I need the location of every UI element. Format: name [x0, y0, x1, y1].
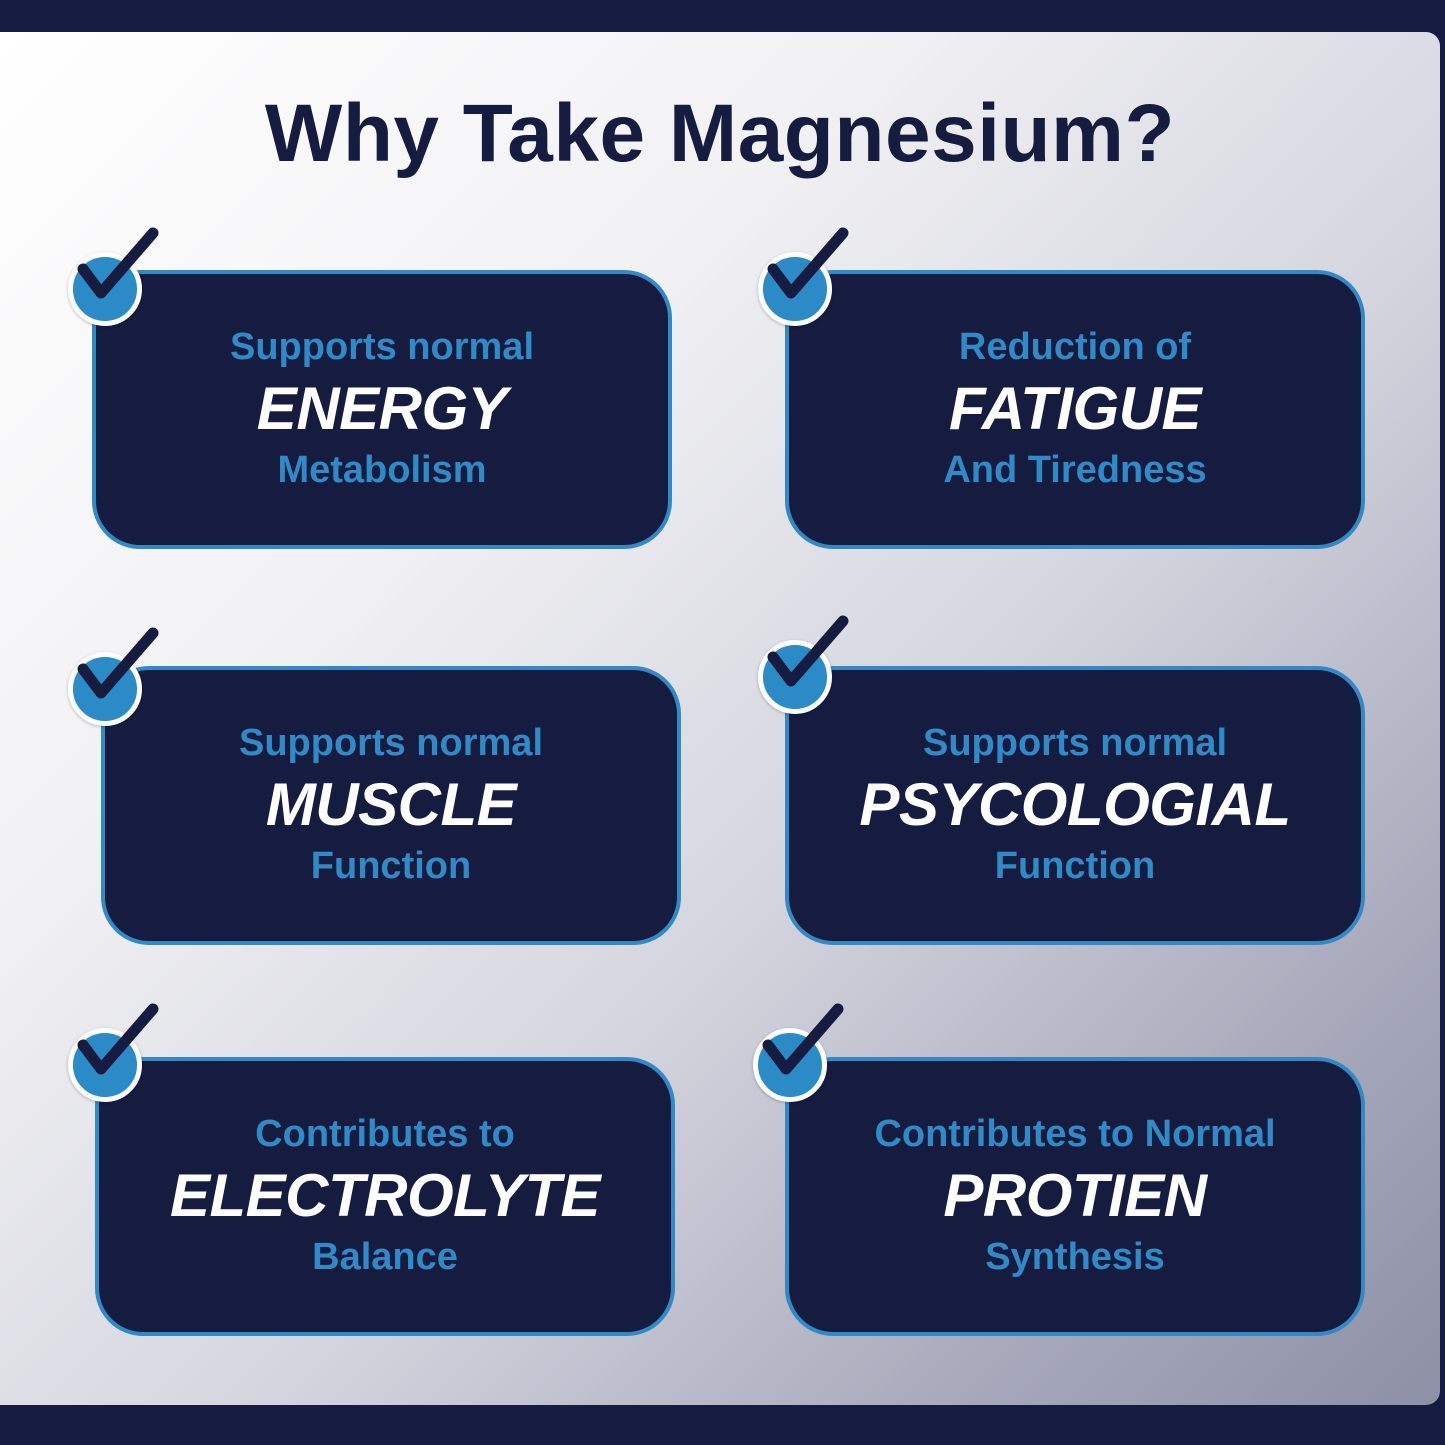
benefit-card-electrolyte: Contributes to ELECTROLYTE Balance [95, 1057, 675, 1336]
card-bottom-text: Synthesis [985, 1236, 1165, 1278]
benefit-card-psychological: Supports normal PSYCOLOGIAL Function [785, 666, 1365, 945]
card-highlight-text: PROTIEN [943, 1162, 1207, 1229]
checkmark-icon [68, 1003, 159, 1102]
card-top-text: Supports normal [922, 722, 1228, 765]
card-bottom-text: Metabolism [277, 449, 487, 491]
card-bottom-text: Function [310, 845, 472, 887]
card-bottom-text: And Tiredness [943, 449, 1207, 491]
benefit-card-energy: Supports normal ENERGY Metabolism [92, 270, 672, 549]
card-top-text: Contributes to Normal [874, 1113, 1276, 1156]
card-top-text: Supports normal [229, 326, 535, 369]
card-bottom-text: Function [994, 845, 1156, 887]
card-highlight-text: ELECTROLYTE [169, 1162, 601, 1229]
card-top-text: Reduction of [958, 326, 1192, 369]
background-panel: Why Take Magnesium? Supports normal ENER… [0, 32, 1440, 1405]
card-highlight-text: PSYCOLOGIAL [859, 771, 1291, 838]
card-highlight-text: MUSCLE [265, 771, 517, 838]
card-bottom-text: Balance [312, 1236, 458, 1278]
page-title: Why Take Magnesium? [264, 88, 1176, 179]
benefit-card-fatigue: Reduction of FATIGUE And Tiredness [785, 270, 1365, 549]
card-top-text: Contributes to [255, 1113, 515, 1156]
checkmark-icon [68, 227, 159, 326]
benefit-card-protein: Contributes to Normal PROTIEN Synthesis [785, 1057, 1365, 1336]
checkmark-icon [753, 1003, 844, 1102]
checkmark-icon [758, 615, 849, 714]
checkmark-icon [68, 627, 159, 726]
card-highlight-text: ENERGY [256, 375, 508, 442]
checkmark-icon [758, 227, 849, 326]
benefit-card-muscle: Supports normal MUSCLE Function [101, 666, 681, 945]
card-top-text: Supports normal [238, 722, 544, 765]
card-highlight-text: FATIGUE [948, 375, 1202, 442]
